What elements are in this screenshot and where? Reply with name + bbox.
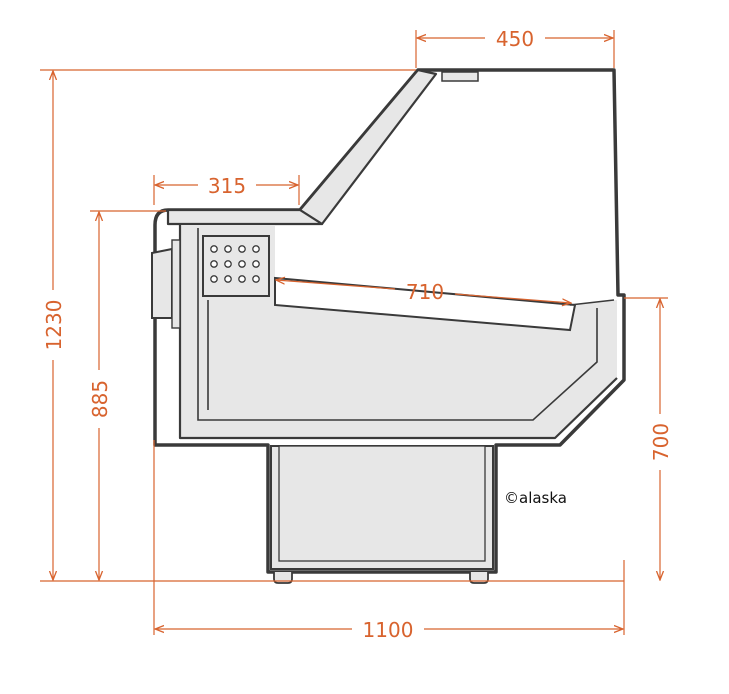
dimension-label-450: 450 <box>496 27 534 51</box>
control-panel-buttons <box>210 245 260 283</box>
tub-inner-line <box>197 228 598 421</box>
base-inner <box>278 445 486 562</box>
rear-handle <box>151 247 173 319</box>
dimension-shelf-depth: 315 <box>155 174 298 198</box>
top-light-housing <box>441 71 479 82</box>
dimension-top-depth: 450 <box>417 27 613 51</box>
serving-shelf-outline <box>166 208 324 226</box>
copyright-label: ©alaska <box>504 489 567 507</box>
cabinet-interior <box>157 225 617 438</box>
dimension-counter-height: 885 <box>88 212 112 580</box>
glass-front <box>300 70 436 224</box>
dimension-label-710: 710 <box>406 280 444 304</box>
dimension-label-1230: 1230 <box>42 300 66 351</box>
dimension-total-width: 1100 <box>155 618 623 642</box>
cabinet-tub-outline <box>178 225 618 440</box>
dimension-total-height: 1230 <box>42 71 66 580</box>
rear-panel <box>171 239 181 329</box>
dimension-label-1100: 1100 <box>363 618 414 642</box>
dimension-front-height: 700 <box>649 299 673 580</box>
dimension-label-315: 315 <box>208 174 246 198</box>
display-tray-back <box>569 299 615 306</box>
display-case <box>151 68 626 584</box>
dimension-label-700: 700 <box>649 423 673 461</box>
dimensions: 450 315 710 1100 1230 <box>40 27 673 642</box>
serving-shelf <box>168 210 322 224</box>
dimension-label-885: 885 <box>88 380 112 418</box>
dimension-inner-depth: 710 <box>276 280 571 304</box>
